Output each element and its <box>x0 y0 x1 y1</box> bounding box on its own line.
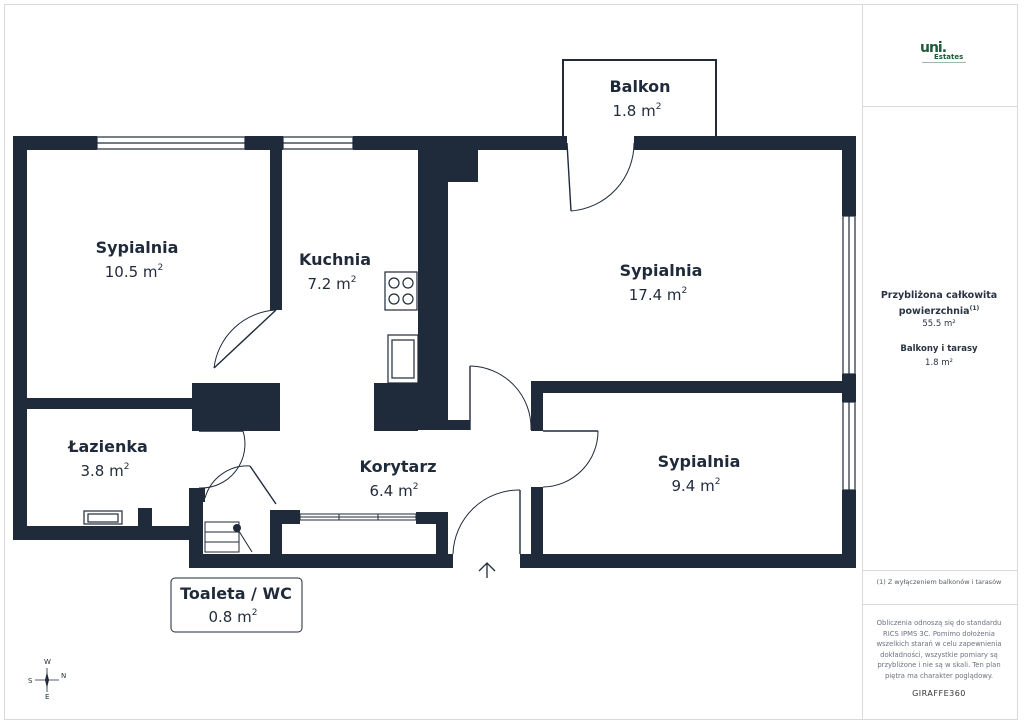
room-name-sypialnia-c: Sypialnia <box>658 452 741 471</box>
room-area-toaleta: 0.8 m2 <box>209 608 258 626</box>
wall <box>634 136 856 150</box>
wall <box>418 150 448 430</box>
wall <box>245 136 283 150</box>
disclaimer: Obliczenia odnoszą się do standardu RICS… <box>876 619 1002 680</box>
room-name-sypialnia-b: Sypialnia <box>620 261 703 280</box>
door-wc-leaf <box>249 465 277 505</box>
wall <box>270 150 282 310</box>
wall <box>13 136 27 540</box>
total-area-value: 55.5 m² <box>922 319 956 329</box>
page-frame <box>4 4 1018 720</box>
footnote: (1) Z wyłączeniem balkonów i tarasów <box>876 578 1002 586</box>
sidebar-rule-lower <box>863 604 1018 605</box>
compass-s: S <box>28 677 33 685</box>
door-bedroom-c-arc <box>542 430 599 488</box>
entrance-arrow <box>478 562 496 578</box>
door-bedroom-b-arc <box>469 365 532 431</box>
logo-tagline-line <box>922 62 966 63</box>
wall <box>138 508 152 530</box>
room-name-sypialnia-a: Sypialnia <box>96 238 179 257</box>
room-name-toaleta: Toaleta / WC <box>180 584 292 603</box>
toilet-fixture-dot <box>233 524 241 532</box>
total-area-label: Przybliżona całkowita powierzchnia(1) <box>880 290 998 318</box>
door-entrance-arc <box>452 489 521 555</box>
door-bedroom-a-arc <box>213 309 277 369</box>
wc-label-box <box>170 577 303 633</box>
sidebar-divider <box>862 4 863 720</box>
room-area-lazienka: 3.8 m2 <box>81 462 130 480</box>
wall <box>448 150 478 182</box>
compass-icon: W S N E <box>28 658 66 701</box>
room-area-balkon: 1.8 m2 <box>613 102 662 120</box>
wall <box>353 136 567 150</box>
balcony-outline <box>562 59 717 136</box>
hob <box>384 271 418 311</box>
logo-sub: Estates <box>934 53 964 61</box>
wardrobe <box>299 513 417 521</box>
room-area-sypialnia-a: 10.5 m2 <box>105 263 164 281</box>
windows <box>96 136 856 491</box>
compass-e: E <box>45 693 49 701</box>
walls <box>13 136 856 568</box>
wall <box>842 374 856 402</box>
door-bedroom-a-leaf <box>213 309 277 369</box>
wall <box>448 420 470 430</box>
door-balcony-arc <box>570 142 635 212</box>
sidebar-rule-top <box>863 106 1018 107</box>
room-name-lazienka: Łazienka <box>67 437 148 456</box>
sidebar-rule-middle <box>863 570 1018 571</box>
bathroom-sink <box>83 510 123 525</box>
door-wc-arc <box>204 465 251 499</box>
wall <box>192 383 280 431</box>
logo-mark: uni. <box>920 40 947 56</box>
room-area-sypialnia-b: 17.4 m2 <box>629 286 688 304</box>
wall <box>436 512 448 555</box>
wall <box>374 383 418 431</box>
floor-plan: Balkon 1.8 m2 Sypialnia 10.5 m2 Kuchnia … <box>13 59 856 701</box>
wall <box>189 554 453 568</box>
wall <box>531 381 543 431</box>
compass-n: N <box>61 672 66 680</box>
sink <box>387 334 419 384</box>
wall <box>520 554 856 568</box>
doors <box>198 142 635 555</box>
wall <box>842 490 856 568</box>
wall <box>270 510 282 555</box>
room-area-sypialnia-c: 9.4 m2 <box>672 477 721 495</box>
room-name-kuchnia: Kuchnia <box>299 250 371 269</box>
room-name-balkon: Balkon <box>609 77 670 96</box>
wall <box>151 526 201 540</box>
wall <box>13 136 97 150</box>
kitchen-fixtures <box>83 271 419 525</box>
wc-fixtures <box>204 521 253 553</box>
company-logo: uni. Estates <box>918 40 968 68</box>
brand-mark: GIRAFFE360 <box>912 689 966 698</box>
room-name-korytarz: Korytarz <box>359 457 436 476</box>
wall <box>189 488 205 502</box>
door-balcony-leaf <box>566 142 572 212</box>
wall <box>842 136 856 216</box>
room-area-kuchnia: 7.2 m2 <box>308 275 357 293</box>
wall <box>531 487 543 568</box>
room-area-korytarz: 6.4 m2 <box>370 482 419 500</box>
balconies-value: 1.8 m² <box>925 358 953 368</box>
wall <box>13 526 151 540</box>
compass-w: W <box>44 658 51 666</box>
door-bathroom-arc <box>198 430 246 489</box>
wall <box>27 398 193 409</box>
balconies-label: Balkony i tarasy <box>900 344 978 354</box>
wall <box>531 381 842 393</box>
wall <box>189 488 203 568</box>
